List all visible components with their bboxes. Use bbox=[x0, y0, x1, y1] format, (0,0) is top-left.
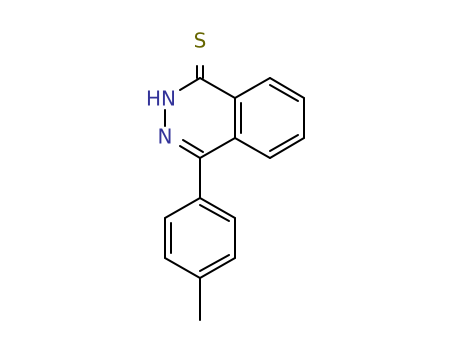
bond-c4prime-c5prime bbox=[164, 257, 201, 279]
bond-c3prime-c4prime bbox=[199, 257, 236, 279]
bond-c6prime-c1prime bbox=[164, 197, 201, 219]
bond-c8-c7-inner bbox=[269, 84, 299, 102]
bond-c3prime-c4prime-inner bbox=[199, 254, 230, 272]
bond-c4-c4a bbox=[199, 137, 236, 159]
atom-nh: HN bbox=[146, 87, 176, 111]
bond-c5-c4a bbox=[234, 137, 271, 159]
bond-n3-c4-b bbox=[182, 139, 204, 153]
bond-c8a-c8 bbox=[234, 77, 271, 99]
bond-c8-c7 bbox=[269, 77, 305, 99]
bond-n3-c4-a bbox=[179, 145, 201, 159]
bond-c1-n2 bbox=[179, 77, 201, 91]
bond-c6-c5 bbox=[269, 137, 305, 159]
bond-c1prime-c2prime-inner bbox=[199, 204, 230, 222]
atom-n: N bbox=[158, 125, 173, 149]
bonds bbox=[164, 65, 305, 321]
atom-labels: S HN N bbox=[146, 29, 206, 149]
atom-sulfur: S bbox=[194, 29, 207, 53]
bond-c1-c8a bbox=[199, 77, 236, 99]
bond-c1prime-c2prime bbox=[199, 197, 236, 219]
bond-c6-c5-inner bbox=[269, 134, 299, 152]
